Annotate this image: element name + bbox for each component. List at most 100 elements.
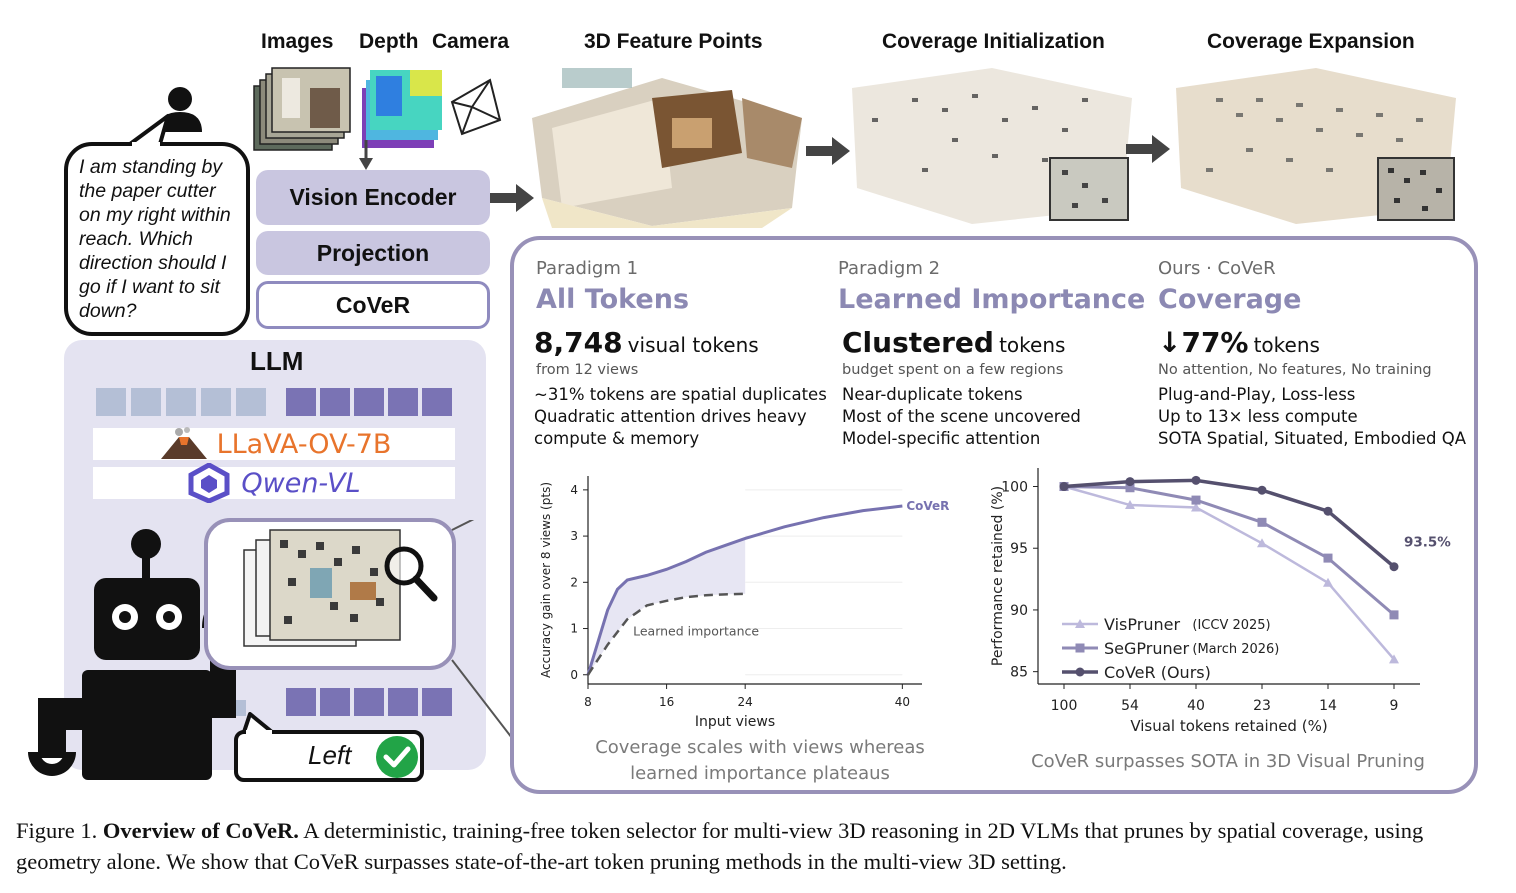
chart2-x-tick-label: 40: [1187, 698, 1205, 714]
chart1-y-tick-label: 1: [570, 622, 578, 636]
paradigm2-bullet: Most of the scene uncovered: [842, 407, 1081, 426]
token-dark: [320, 388, 350, 416]
cover-block: CoVeR: [256, 281, 490, 329]
projection-block: Projection: [256, 231, 490, 275]
token-light: [201, 388, 231, 416]
header-images: Images: [261, 30, 334, 53]
token-light: [96, 388, 126, 416]
token-dark: [422, 688, 452, 716]
chart2-caption: CoVeR surpasses SOTA in 3D Visual Prunin…: [1031, 751, 1425, 772]
chart2-legend-label: SeGPruner: [1104, 639, 1189, 658]
token-dark: [354, 688, 384, 716]
paradigm2-label: Paradigm 2: [838, 258, 941, 279]
paradigms-panel: [510, 236, 1478, 794]
chart2-x-tick-label: 100: [1051, 698, 1078, 714]
coverage-initialization-image: [852, 68, 1132, 224]
image-stack: [253, 67, 351, 151]
paradigm3-bullet: Up to 13× less compute: [1158, 407, 1358, 426]
chart2-point: [1191, 475, 1201, 485]
chart2-point: [1323, 577, 1333, 587]
chart1-series-cover: [586, 504, 903, 676]
chart2-ylabel: Performance retained (%): [990, 486, 1006, 666]
chart2-point: [1191, 495, 1201, 505]
paradigm2-bullet: Near-duplicate tokens: [842, 385, 1023, 404]
llava-label: LLaVA-OV-7B: [216, 428, 392, 460]
chart2-point: [1389, 654, 1399, 664]
paradigm1-name: All Tokens: [536, 284, 690, 315]
model-llava: LLaVA-OV-7B: [93, 427, 455, 460]
chart2-end-label: 93.5%: [1404, 535, 1451, 551]
chart2-legend-marker: [1075, 619, 1085, 628]
token-dark: [422, 388, 452, 416]
chart2-legend-label: VisPruner: [1104, 615, 1180, 634]
token-dark: [286, 688, 316, 716]
chart1-caption: Coverage scales with views whereas learn…: [560, 735, 960, 787]
chart1-y-tick-label: 4: [570, 483, 578, 497]
coverage-expansion-image: [1176, 68, 1456, 224]
paradigm3-name: Coverage: [1158, 284, 1302, 315]
paradigm3-sub: No attention, No features, No training: [1158, 362, 1432, 378]
paradigm3-label: Ours · CoVeR: [1158, 258, 1276, 279]
paradigm3-bullet: Plug-and-Play, Loss-less: [1158, 385, 1356, 404]
chart2-point: [1059, 482, 1069, 492]
model-qwen: Qwen-VL: [93, 463, 455, 503]
chart2-legend-note: (March 2026): [1192, 642, 1279, 657]
question-bubble: [64, 142, 250, 336]
arrow-right-icon: [806, 137, 850, 165]
chart1-y-tick-label: 3: [570, 529, 578, 543]
chart2-y-tick-label: 95: [1010, 541, 1028, 557]
chart1-x-tick-label: 24: [738, 695, 753, 709]
header-depth: Depth: [359, 30, 419, 53]
chart2-legend-marker: [1075, 667, 1085, 677]
magnifier-icon: [384, 546, 438, 602]
camera-icon: [450, 78, 502, 136]
chart2-x-tick-label: 23: [1253, 698, 1271, 714]
chart1-y-tick-label: 0: [570, 668, 578, 682]
volcano-icon: [160, 427, 207, 459]
answer-text: Left: [308, 740, 352, 770]
figure-text: A deterministic, training-free token sel…: [16, 818, 1424, 874]
chart2-point: [1389, 562, 1399, 572]
chart2-point: [1257, 538, 1267, 548]
token-dark: [388, 688, 418, 716]
figure-caption: Figure 1. Overview of CoVeR. A determini…: [16, 815, 1506, 877]
chart2-point: [1125, 477, 1135, 487]
chart2-y-tick-label: 90: [1010, 603, 1028, 619]
chart2-xlabel: Visual tokens retained (%): [1130, 717, 1327, 735]
header-coverage-initialization: Coverage Initialization: [882, 30, 1105, 53]
chart2-point: [1125, 500, 1135, 510]
chart1-series-learned: [586, 592, 746, 676]
chart1-series-label-cover: CoVeR: [906, 499, 949, 513]
chart1-gap-area: [588, 538, 746, 675]
token-dark: [354, 388, 384, 416]
zoom-connector-lines: [451, 520, 513, 739]
check-icon: [376, 736, 418, 778]
depth-stack: [362, 70, 442, 148]
token-light: [236, 388, 266, 416]
chart2-x-tick-label: 14: [1319, 698, 1337, 714]
chart2-point: [1323, 553, 1333, 563]
token-light: [166, 388, 196, 416]
chart1-xlabel: Input views: [695, 714, 775, 730]
chart2-legend-note: (ICCV 2025): [1192, 618, 1270, 633]
token-dark: [286, 388, 316, 416]
paradigm1-bullet: Quadratic attention drives heavy: [534, 407, 807, 426]
chart1-x-tick-label: 8: [584, 695, 592, 709]
paradigm3-bullet: SOTA Spatial, Situated, Embodied QA: [1158, 429, 1467, 448]
paradigm2-sub: budget spent on a few regions: [842, 362, 1064, 378]
arrow-right-icon: [1126, 135, 1170, 163]
chart2-x-tick-label: 9: [1390, 698, 1399, 714]
chart2-y-tick-label: 100: [1001, 480, 1028, 496]
paradigm1-stat: 8,748 visual tokens: [534, 326, 759, 359]
header-3d-feature-points: 3D Feature Points: [584, 30, 763, 53]
chart1-x-tick-label: 40: [895, 695, 910, 709]
chart2-series-line: [1063, 485, 1395, 661]
paradigm1-sub: from 12 views: [536, 362, 639, 378]
input-images-depth-camera: [253, 67, 502, 151]
chart2-y-tick-label: 85: [1010, 665, 1028, 681]
paradigm2-name: Learned Importance: [838, 284, 1146, 315]
token-dark: [388, 388, 418, 416]
paradigm2-stat: Clustered tokens: [842, 326, 1066, 359]
